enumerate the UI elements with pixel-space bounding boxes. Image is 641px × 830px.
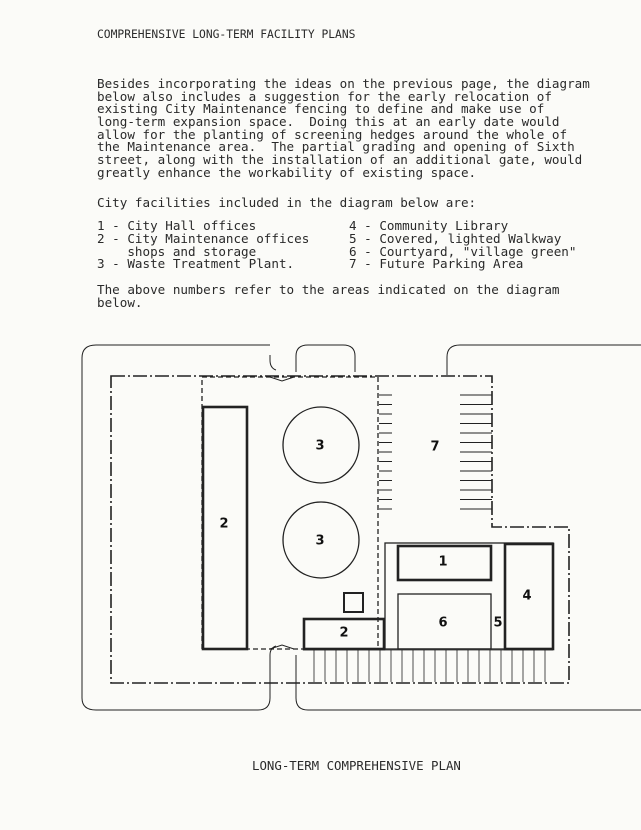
small-structure <box>343 592 364 613</box>
paragraph-line: greatly enhance the workability of exist… <box>97 164 477 180</box>
street-curb-top-middle <box>295 344 356 372</box>
library-building <box>503 542 555 651</box>
gate-top <box>269 376 295 382</box>
body-paragraph: Besides incorporating the ideas on the p… <box>97 76 590 180</box>
maintenance-building-small <box>302 617 386 651</box>
label-city-hall: 1 <box>438 555 447 570</box>
note-line: The above numbers refer to the areas ind… <box>97 282 560 297</box>
treatment-tank-top <box>282 406 360 484</box>
street-curb-top-right <box>446 344 641 375</box>
label-courtyard: 6 <box>438 616 447 631</box>
page-title: COMPREHENSIVE LONG-TERM FACILITY PLANS <box>97 28 356 41</box>
label-walkway: 5 <box>493 616 502 631</box>
label-parking: 7 <box>430 440 439 455</box>
diagram-note: The above numbers refer to the areas ind… <box>97 282 560 310</box>
label-plant-bottom: 3 <box>315 534 324 549</box>
parking-stripes <box>379 394 492 510</box>
property-boundary <box>110 375 570 684</box>
note-line: below. <box>97 294 143 310</box>
paragraph-line: the Maintenance area. The partial gradin… <box>97 139 575 155</box>
paragraph-line: allow for the planting of screening hedg… <box>97 126 568 142</box>
facility-item: 2 - City Maintenance offices <box>97 230 310 246</box>
paragraph-line: Besides incorporating the ideas on the p… <box>97 76 590 91</box>
label-maintenance-small: 2 <box>339 626 348 641</box>
paragraph-line: existing City Maintenance fencing to def… <box>97 101 545 117</box>
walkway-hatching <box>303 649 553 682</box>
paragraph-line: long-term expansion space. Doing this at… <box>97 114 560 130</box>
facility-item: 3 - Waste Treatment Plant. <box>97 256 295 272</box>
courtyard-area <box>397 593 492 650</box>
facilities-intro: City facilities included in the diagram … <box>97 195 477 210</box>
facility-item: 4 - Community Library <box>349 218 509 233</box>
treatment-tank-bottom <box>282 501 360 579</box>
label-plant-top: 3 <box>315 439 324 454</box>
street-curb-left-block <box>81 344 277 711</box>
facility-item: 1 - City Hall offices <box>97 218 257 233</box>
city-hall-building <box>396 544 493 582</box>
facility-item: 6 - Courtyard, "village green" <box>349 243 577 259</box>
label-library: 4 <box>522 589 531 604</box>
gate-bottom <box>269 644 295 650</box>
facility-item: shops and storage <box>97 243 257 259</box>
paragraph-line: below also includes a suggestion for the… <box>97 88 552 104</box>
facility-item: 5 - Covered, lighted Walkway <box>349 230 562 246</box>
label-maintenance-large: 2 <box>219 517 228 532</box>
street-curb-bottom-right <box>295 655 641 711</box>
maintenance-building-large <box>201 405 249 651</box>
diagram-caption: LONG-TERM COMPREHENSIVE PLAN <box>252 758 461 773</box>
facility-item: 7 - Future Parking Area <box>349 256 524 272</box>
paragraph-line: street, along with the installation of a… <box>97 152 583 168</box>
maintenance-fence <box>201 376 379 650</box>
